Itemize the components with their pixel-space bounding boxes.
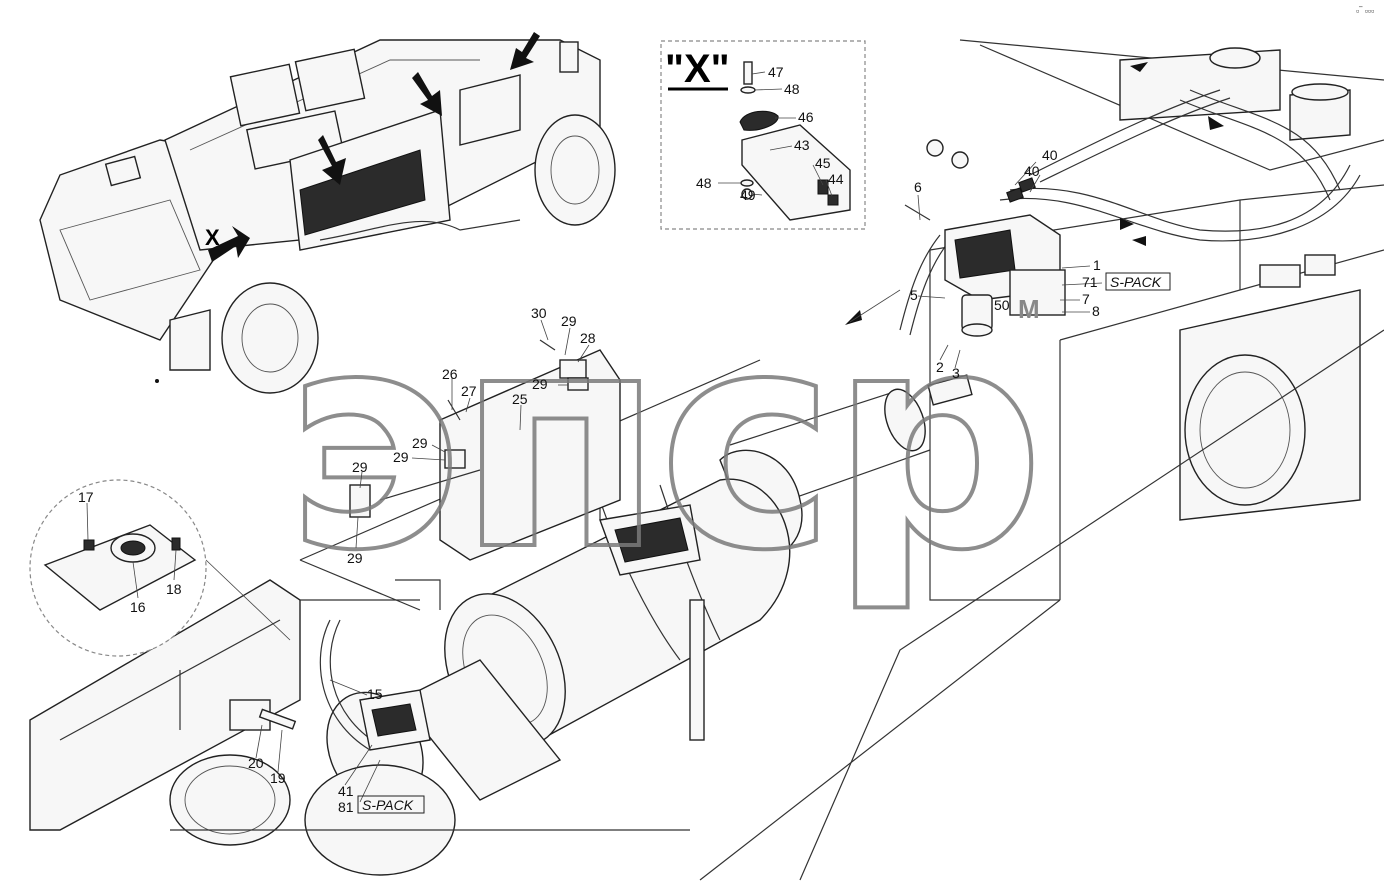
callout-29-a: 29	[561, 313, 577, 329]
callout-44: 44	[828, 171, 844, 187]
callout-29-d: 29	[393, 449, 409, 465]
spack-box-right	[1105, 272, 1171, 291]
callout-20: 20	[248, 755, 264, 771]
hose-routing	[899, 62, 1361, 336]
pointer-arrow-icon	[510, 32, 540, 70]
callout-48-lower: 48	[696, 175, 712, 191]
callout-6: 6	[914, 179, 922, 195]
callout-16: 16	[130, 599, 146, 615]
callout-49: 49	[740, 187, 756, 203]
spack-label-right: S-PACK	[1110, 274, 1162, 290]
spack-box-left	[357, 795, 425, 814]
callout-50: 50	[994, 297, 1010, 313]
callout-19: 19	[270, 770, 286, 786]
callout-43: 43	[794, 137, 810, 153]
flow-arrow-icon	[1132, 236, 1146, 246]
spack-label-left: S-PACK	[362, 797, 414, 813]
callout-3: 3	[952, 365, 960, 381]
corner-mark: ▫‾ ▫▫▫	[1356, 6, 1374, 16]
callout-41: 41	[338, 783, 354, 799]
view-x-label: X	[205, 225, 220, 250]
mounting-bracket	[349, 339, 621, 561]
pointer-arrow-icon	[412, 72, 442, 116]
watermark: эпср	[285, 267, 1039, 616]
callout-71: 71	[1082, 274, 1098, 290]
flow-arrow-icon	[1130, 62, 1148, 72]
callout-40-second: 40	[1024, 163, 1040, 179]
view-x-arrow-icon	[208, 226, 250, 262]
callout-1: 1	[1093, 257, 1101, 273]
callout-18: 18	[166, 581, 182, 597]
callout-28: 28	[580, 330, 596, 346]
flow-arrow-icon	[1120, 218, 1134, 230]
callout-27: 27	[461, 383, 477, 399]
detail-x-title: "X"	[665, 47, 730, 91]
detail-x-box: "X"	[660, 40, 866, 230]
callout-29-b: 29	[532, 376, 548, 392]
callout-15: 15	[367, 686, 383, 702]
machine-overview: X	[39, 32, 616, 394]
machine-frame	[699, 39, 1384, 881]
callout-45: 45	[815, 155, 831, 171]
callout-26: 26	[442, 366, 458, 382]
callout-7: 7	[1082, 291, 1090, 307]
leader-lines	[86, 71, 1103, 803]
detail-circle	[29, 479, 291, 657]
callout-m: M	[1018, 294, 1040, 324]
callout-40: 40	[1042, 147, 1058, 163]
callout-47: 47	[768, 64, 784, 80]
callout-29-f: 29	[347, 550, 363, 566]
callout-2: 2	[936, 359, 944, 375]
lower-frame	[29, 579, 690, 846]
callout-30: 30	[531, 305, 547, 321]
callout-48: 48	[784, 81, 800, 97]
callout-labels: 47 48 46 43 45 44 48 49 6 40 40 1 71 S-P…	[78, 64, 1171, 815]
callout-8: 8	[1092, 303, 1100, 319]
callout-29-e: 29	[352, 459, 368, 475]
callout-25: 25	[512, 391, 528, 407]
callout-46: 46	[798, 109, 814, 125]
filter-assembly	[904, 139, 1066, 337]
callout-29-c: 29	[412, 435, 428, 451]
flow-arrow-icon	[845, 310, 862, 325]
callout-81: 81	[338, 799, 354, 815]
flow-arrow-icon	[1208, 116, 1224, 130]
callout-5: 5	[910, 287, 918, 303]
pointer-arrow-icon	[318, 135, 346, 185]
callout-17: 17	[78, 489, 94, 505]
